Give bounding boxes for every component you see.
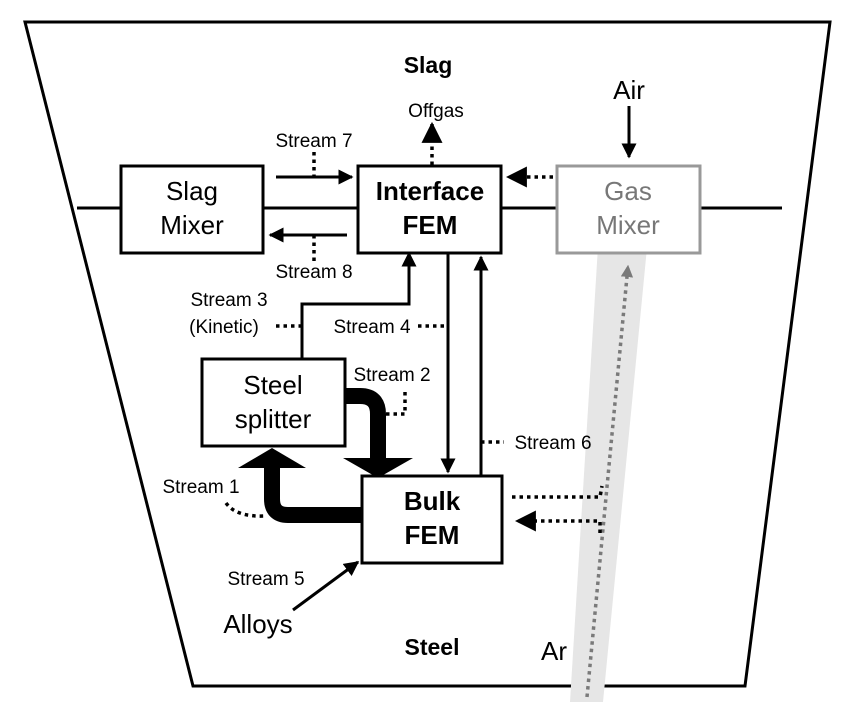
stream-5-arrow xyxy=(292,560,360,612)
gas-mixer-box xyxy=(555,164,702,255)
interface-fem-box xyxy=(356,164,503,255)
slag-region-label: Slag xyxy=(404,52,453,78)
offgas-label: Offgas xyxy=(408,101,464,122)
stream-1-label: Stream 1 xyxy=(162,477,239,498)
slag-mixer-box xyxy=(119,164,265,255)
stream-7-label: Stream 7 xyxy=(275,131,352,152)
gas-mixer-label-line1: Gas xyxy=(604,176,652,206)
gas-mixer-label-line2: Mixer xyxy=(596,210,660,240)
argon-plume-path xyxy=(585,264,634,698)
slag-mixer-label-line1: Slag xyxy=(166,176,218,206)
interface-fem-label-line2: FEM xyxy=(403,210,458,240)
steel-splitter-label-line2: splitter xyxy=(235,404,312,434)
stream-3-label-line1: Stream 3 xyxy=(190,290,267,311)
stream-2-label: Stream 2 xyxy=(353,365,430,386)
slag-mixer-label-line2: Mixer xyxy=(160,210,224,240)
stream-6-label: Stream 6 xyxy=(514,433,591,454)
air-label: Air xyxy=(613,75,645,105)
alloys-label: Alloys xyxy=(223,609,292,639)
stream-1-thick-arrow xyxy=(264,468,362,523)
stream-5-label: Stream 5 xyxy=(227,569,304,590)
argon-label: Ar xyxy=(541,636,567,666)
stream-4-label: Stream 4 xyxy=(333,317,411,338)
stream-1-arrowhead xyxy=(238,448,306,468)
steel-region-label: Steel xyxy=(405,634,460,660)
bulk-fem-label-line1: Bulk xyxy=(404,486,461,516)
stream-1-connector xyxy=(224,501,265,518)
stream-3-arrow xyxy=(300,251,417,358)
steel-splitter-label-line1: Steel xyxy=(243,370,302,400)
stream-3-label-line2: (Kinetic) xyxy=(189,317,259,338)
steel-splitter-box xyxy=(200,357,347,448)
interface-fem-label-line1: Interface xyxy=(376,176,484,206)
stream-8-label: Stream 8 xyxy=(275,262,352,283)
stream-2-arrowhead xyxy=(343,458,413,478)
bulk-fem-box xyxy=(360,474,504,565)
bulk-fem-label-line2: FEM xyxy=(405,520,460,550)
stream-2-thick-arrow xyxy=(345,388,386,458)
